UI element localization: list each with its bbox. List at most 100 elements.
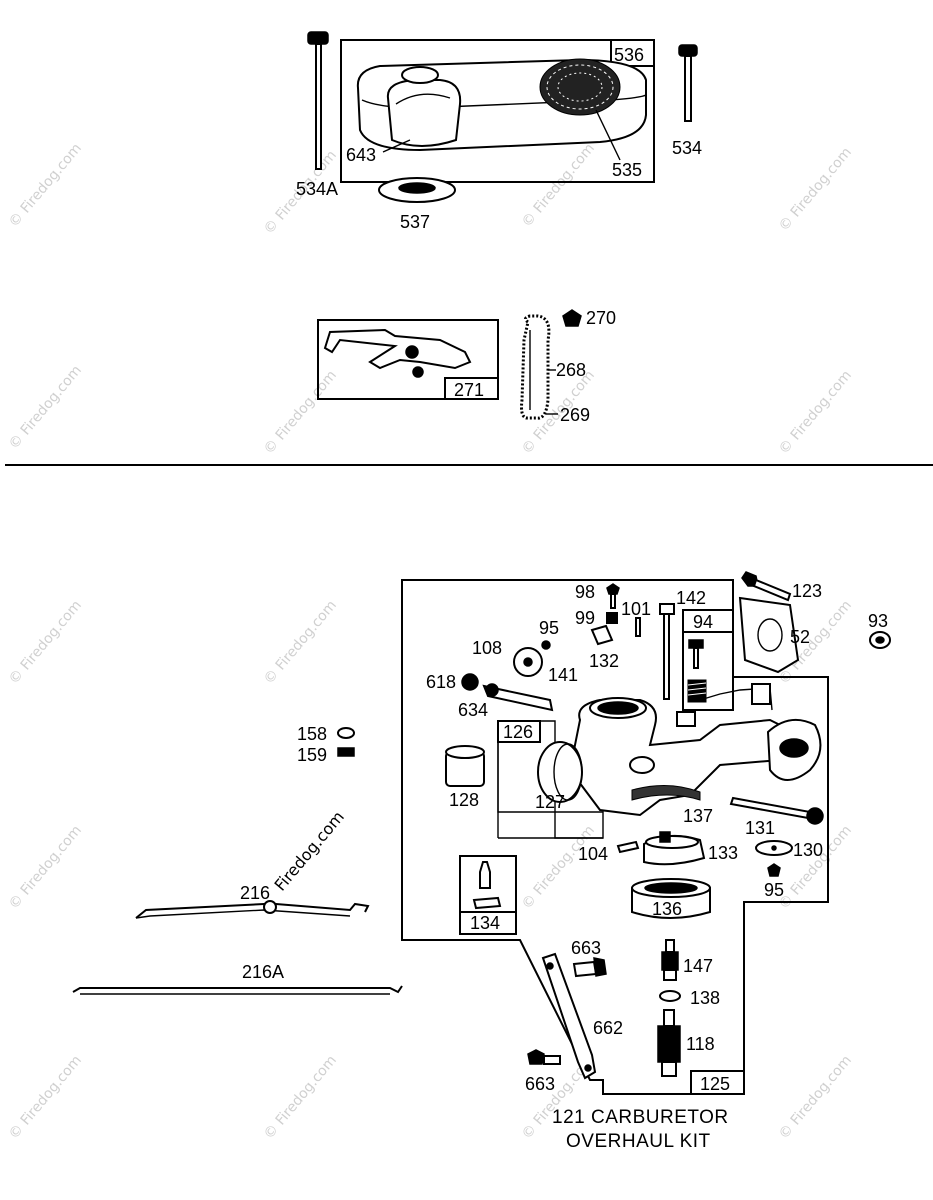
governor-link-216-lower: [135, 909, 351, 919]
label-137: 137: [683, 806, 713, 826]
label-box-126: [497, 720, 541, 743]
watermark: © Firedog.com: [776, 823, 855, 913]
clip-134: [472, 896, 502, 910]
throttle-plate-hole: [523, 657, 533, 667]
label-537: 537: [400, 212, 430, 232]
control-lever-box: [317, 319, 499, 400]
label-534a: 534A: [296, 179, 338, 199]
watermark: © Firedog.com: [6, 141, 85, 231]
gasket-537-hole: [398, 182, 436, 194]
spring-99: [606, 612, 618, 624]
label-216: 216: [240, 883, 270, 903]
label-118: 118: [686, 1034, 715, 1054]
label-268: 268: [556, 360, 586, 380]
label-104: 104: [578, 844, 608, 864]
nozzle-147-tip: [665, 939, 675, 953]
label-52: 52: [790, 627, 810, 647]
label-box-536: [610, 39, 655, 67]
spring-94: [687, 679, 707, 703]
screw-131-shaft: [729, 796, 812, 820]
watermark: © Firedog.com: [776, 1053, 855, 1143]
label-536: 536: [614, 45, 644, 65]
control-lever-pivot: [405, 345, 419, 359]
leader-535: [595, 109, 621, 161]
gasket-268: [520, 314, 551, 420]
screw-94-head: [688, 639, 704, 649]
fuel-tank-box: [340, 39, 655, 183]
screw-534-shaft: [684, 55, 692, 122]
label-269: 269: [560, 405, 590, 425]
bracket-662: [541, 952, 597, 1080]
screw-118-tip: [663, 1009, 675, 1027]
label-147: 147: [683, 956, 713, 976]
label-125: 125: [700, 1074, 730, 1094]
bracket-662-hole-bottom: [584, 1064, 592, 1072]
gasket-52-port: [757, 618, 783, 652]
label-643: 643: [346, 145, 376, 165]
throttle-shaft-end: [485, 683, 499, 697]
washer-138: [659, 990, 681, 1002]
label-131: 131: [745, 818, 775, 838]
label-535: 535: [612, 160, 642, 180]
watermark: © Firedog.com: [519, 141, 598, 231]
watermark: © Firedog.com: [6, 1053, 85, 1143]
screw-95-bottom: [767, 863, 781, 877]
control-lever: [323, 328, 472, 370]
screw-118-head: [661, 1061, 677, 1077]
label-127: 127: [535, 792, 565, 812]
bolt-123-shaft: [752, 578, 792, 602]
carburetor-lever: [676, 711, 696, 727]
screw-663-bottom-shaft: [543, 1055, 561, 1065]
label-133: 133: [708, 843, 738, 863]
kit-title-line-1: 121 CARBURETOR: [552, 1107, 729, 1128]
fuel-cap-inner: [557, 72, 603, 102]
label-141: 141: [548, 665, 578, 685]
fuel-cap-vent-holes: [546, 64, 614, 110]
watermark: © Firedog.com: [6, 598, 85, 688]
label-130: 130: [793, 840, 823, 860]
watermark: © Firedog.com: [519, 823, 598, 913]
spring-159: [337, 747, 355, 757]
carburetor-pipe-stub: [751, 683, 771, 705]
watermark: © Firedog.com: [776, 145, 855, 235]
watermark: © Firedog.com: [776, 368, 855, 458]
label-142: 142: [676, 588, 706, 608]
screw-534a-head: [307, 31, 329, 45]
nozzle-147-body: [661, 951, 679, 971]
needle-seat-132: [590, 624, 614, 646]
screw-663-top-shaft: [572, 960, 598, 978]
kit-title-line-2: OVERHAUL KIT: [566, 1131, 711, 1152]
needle-valve-134: [479, 861, 491, 889]
screw-98-shaft: [610, 593, 616, 609]
screw-98-head: [606, 583, 620, 595]
governor-link-216: [135, 902, 370, 919]
float-133-top: [645, 835, 699, 849]
watermark: © Firedog.com: [261, 1053, 340, 1143]
label-94: 94: [693, 612, 713, 632]
label-534: 534: [672, 138, 702, 158]
linkage-group: 158 159 216 216A: [72, 724, 403, 995]
screw-118-thread: [657, 1025, 681, 1063]
label-138: 138: [690, 988, 720, 1008]
watermark-layer: © Firedog.com © Firedog.com © Firedog.co…: [6, 141, 855, 1143]
screw-131-head: [806, 807, 824, 825]
label-634: 634: [458, 700, 488, 720]
float-pin-104: [616, 840, 640, 854]
governor-link-216-spring: [263, 900, 277, 914]
fuel-tank-group: 643 535 536 534A 534 537: [296, 31, 702, 232]
label-108: 108: [472, 638, 502, 658]
control-group: 271 270 268 269: [317, 308, 616, 425]
spring-94-coils: [687, 682, 707, 696]
label-663-top: 663: [571, 938, 601, 958]
label-box-94: [682, 609, 734, 633]
seal-618: [461, 673, 479, 691]
float-133-tab: [659, 831, 671, 843]
label-126: 126: [503, 722, 533, 742]
screw-94-shaft: [693, 647, 699, 669]
label-99: 99: [575, 608, 595, 628]
needle-142-shaft: [663, 613, 670, 700]
bushing-93-hole: [875, 636, 885, 644]
leader-643: [382, 139, 411, 153]
